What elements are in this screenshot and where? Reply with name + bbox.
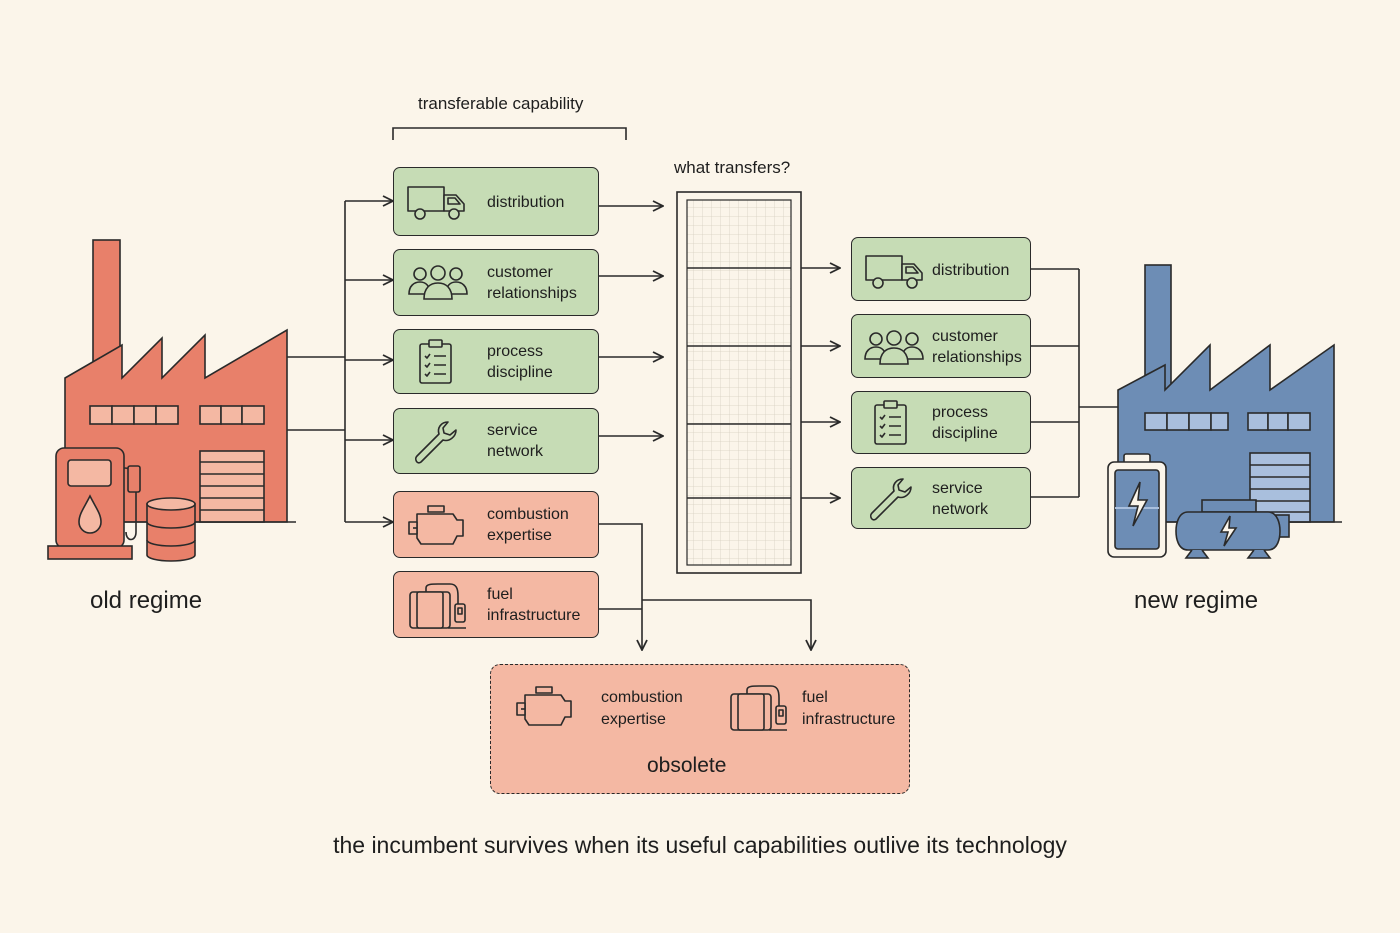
truck-icon bbox=[865, 255, 923, 289]
diagram-caption: the incumbent survives when its useful c… bbox=[333, 832, 1067, 858]
transferable-capability-heading: transferable capability bbox=[418, 94, 584, 113]
transferred-label: service network bbox=[932, 480, 989, 518]
old-factory-connectors bbox=[287, 201, 393, 522]
new-factory-illustration bbox=[1107, 264, 1342, 559]
capability-service-network: service network bbox=[393, 408, 599, 474]
transferable-bracket bbox=[392, 127, 627, 140]
old-factory-illustration bbox=[47, 239, 296, 562]
filter-to-new-arrows bbox=[801, 268, 840, 498]
people-icon bbox=[408, 265, 468, 300]
capability-to-filter-arrows bbox=[599, 206, 663, 436]
engine-icon bbox=[516, 686, 572, 726]
new-factory-connectors bbox=[1031, 268, 1118, 498]
capability-customer-relationships: customer relationships bbox=[393, 249, 599, 316]
capability-process-discipline: process discipline bbox=[393, 329, 599, 394]
truck-icon bbox=[407, 186, 465, 220]
engine-icon bbox=[408, 505, 464, 545]
clipboard-icon bbox=[419, 339, 452, 384]
obsolete-box: combustion expertise fuel infrastructure… bbox=[490, 664, 910, 794]
old-regime-label: old regime bbox=[90, 587, 203, 614]
filter-sieve bbox=[676, 191, 802, 574]
capability-label: fuel infrastructure bbox=[487, 586, 581, 624]
capability-distribution: distribution bbox=[393, 167, 599, 236]
obsolete-title: obsolete bbox=[647, 754, 727, 777]
obsolete-item-label: fuel infrastructure bbox=[802, 689, 896, 728]
capability-label: combustion expertise bbox=[487, 506, 569, 544]
transferred-distribution: distribution bbox=[851, 237, 1031, 301]
wrench-icon bbox=[869, 478, 912, 521]
transferred-service-network: service network bbox=[851, 467, 1031, 529]
obsolete-connectors bbox=[599, 523, 811, 650]
capability-combustion-expertise: combustion expertise bbox=[393, 491, 599, 558]
capability-label: distribution bbox=[487, 194, 565, 211]
new-regime-label: new regime bbox=[1134, 587, 1259, 614]
wrench-icon bbox=[414, 421, 457, 464]
people-icon bbox=[864, 330, 924, 365]
capability-label: service network bbox=[487, 422, 544, 460]
clipboard-icon bbox=[874, 400, 907, 445]
obsolete-item-label: combustion expertise bbox=[601, 689, 683, 728]
what-transfers-heading: what transfers? bbox=[674, 158, 791, 177]
fuel-tank-icon bbox=[409, 583, 466, 629]
capability-label: customer relationships bbox=[487, 264, 577, 302]
fuel-tank-icon bbox=[730, 685, 787, 731]
transferred-label: process discipline bbox=[932, 404, 998, 442]
transferred-customer-relationships: customer relationships bbox=[851, 314, 1031, 378]
capability-fuel-infrastructure: fuel infrastructure bbox=[393, 571, 599, 638]
transferred-label: distribution bbox=[932, 262, 1010, 279]
transferred-label: customer relationships bbox=[932, 328, 1022, 366]
transferred-process-discipline: process discipline bbox=[851, 391, 1031, 454]
capability-label: process discipline bbox=[487, 343, 553, 381]
